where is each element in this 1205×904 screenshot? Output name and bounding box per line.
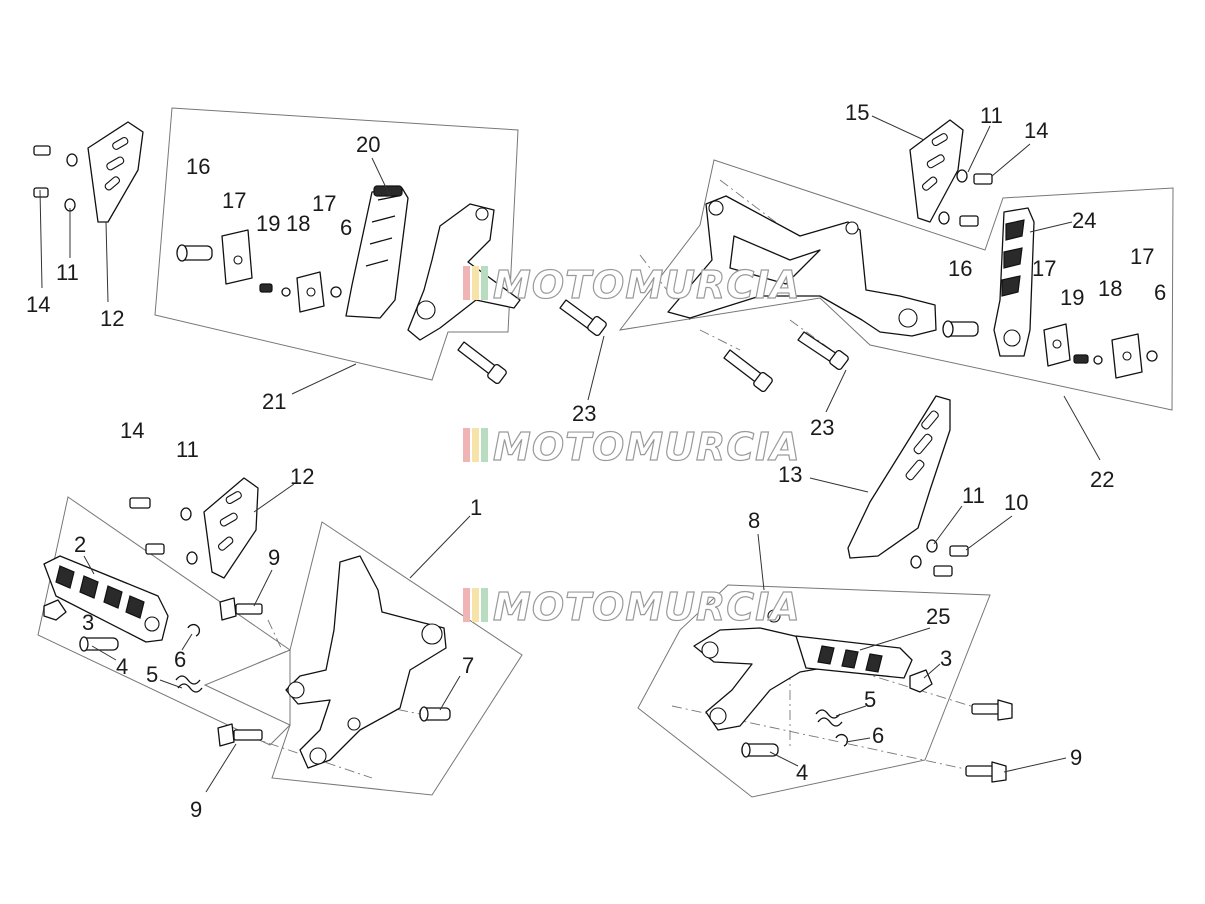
watermark-2: MOTOMURCIA — [463, 424, 801, 470]
callout-11: 11 — [962, 483, 985, 508]
callout-6: 6 — [174, 647, 186, 672]
callout-14: 14 — [1024, 118, 1048, 143]
bolt-14-washer-11-lower-left — [129, 497, 198, 565]
frame-group-8 — [637, 584, 991, 798]
bushing-17-left — [221, 229, 325, 313]
callout-7: 7 — [462, 653, 474, 678]
watermark-3: MOTOMURCIA — [463, 584, 801, 630]
callout-2: 2 — [74, 532, 86, 557]
callout-11: 11 — [56, 260, 79, 285]
callout-21: 21 — [262, 389, 286, 414]
callout-5: 5 — [146, 662, 158, 687]
callout-18: 18 — [286, 211, 310, 236]
callout-6: 6 — [340, 215, 352, 240]
footpeg-20 — [345, 185, 409, 319]
callout-5: 5 — [864, 687, 876, 712]
watermark-1: MOTOMURCIA — [463, 262, 801, 308]
callout-10: 10 — [1004, 490, 1028, 515]
callout-4: 4 — [796, 760, 808, 785]
callout-23: 23 — [810, 415, 834, 440]
callout-11: 11 — [980, 103, 1003, 128]
callout-11: 11 — [176, 437, 199, 462]
callout-13: 13 — [778, 462, 802, 487]
callout-labels: 15 11 14 20 16 17 19 18 17 6 11 14 12 21… — [26, 100, 1166, 822]
callout-4: 4 — [116, 654, 128, 679]
callout-19: 19 — [1060, 285, 1084, 310]
watermark-text: MOTOMURCIA — [493, 425, 801, 469]
callout-16: 16 — [948, 256, 972, 281]
plate-13 — [847, 395, 951, 559]
pin-7 — [419, 706, 451, 722]
callout-17: 17 — [222, 188, 246, 213]
callout-19: 19 — [256, 211, 280, 236]
washer-11-upper-left — [64, 153, 78, 212]
callout-20: 20 — [356, 132, 380, 157]
spring-19-ball-18-left — [259, 283, 342, 298]
callout-23: 23 — [572, 401, 596, 426]
callout-9: 9 — [1070, 745, 1082, 770]
frame-group-22 — [618, 159, 1174, 411]
bolt-23-left — [457, 299, 607, 385]
callout-17: 17 — [1032, 256, 1056, 281]
callout-17: 17 — [312, 191, 336, 216]
footpeg-2 — [43, 555, 169, 643]
callout-9: 9 — [190, 797, 202, 822]
callout-24: 24 — [1072, 208, 1096, 233]
callout-6: 6 — [872, 723, 884, 748]
watermark-text: MOTOMURCIA — [493, 585, 801, 629]
bracket-1 — [285, 555, 447, 769]
callout-12: 12 — [290, 464, 314, 489]
washer-11-bolt-10 — [910, 539, 969, 577]
pin-16-left — [176, 244, 213, 262]
callout-8: 8 — [748, 508, 760, 533]
bolt-9-lower-left — [217, 597, 263, 747]
callout-18: 18 — [1098, 276, 1122, 301]
plate-15 — [909, 119, 964, 223]
callout-15: 15 — [845, 100, 869, 125]
watermark-text: MOTOMURCIA — [493, 263, 801, 307]
pin-16-right — [942, 320, 979, 338]
callout-1: 1 — [470, 495, 482, 520]
callout-17: 17 — [1130, 244, 1154, 269]
footpeg-25 — [795, 635, 913, 679]
plate-12-lower — [203, 477, 259, 579]
washer-11-bolt-14-right — [938, 169, 993, 227]
leader-lines — [39, 115, 1101, 793]
footpeg-24 — [993, 207, 1035, 357]
bolt-23-right — [723, 331, 849, 393]
bushing-17-right — [1043, 323, 1143, 379]
bolt-14-upper-left — [33, 145, 51, 198]
cap-3-pin-4-spring-5-left — [43, 599, 203, 693]
plate-12-upper — [87, 121, 144, 223]
callout-3: 3 — [82, 610, 94, 635]
callout-3: 3 — [940, 646, 952, 671]
callout-12: 12 — [100, 306, 124, 331]
callout-6: 6 — [1154, 280, 1166, 305]
callout-9: 9 — [268, 545, 280, 570]
callout-25: 25 — [926, 604, 950, 629]
spring-19-ball-18-right — [1073, 350, 1158, 365]
callout-14: 14 — [120, 418, 144, 443]
callout-14: 14 — [26, 292, 50, 317]
bolt-9-right — [965, 699, 1013, 783]
callout-22: 22 — [1090, 467, 1114, 492]
frame-group-21 — [154, 107, 519, 381]
bracket-right-rear — [667, 195, 937, 337]
callout-16: 16 — [186, 154, 210, 179]
